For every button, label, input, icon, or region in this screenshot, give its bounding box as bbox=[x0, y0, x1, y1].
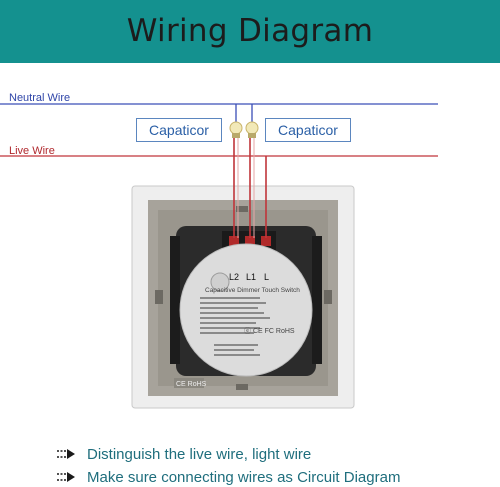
certification-marks: ⓔ CE FC RoHS bbox=[244, 327, 295, 335]
note-item: Make sure connecting wires as Circuit Di… bbox=[55, 467, 400, 487]
capacitor-left-label: Capaticor bbox=[136, 118, 222, 142]
double-arrow-icon bbox=[57, 449, 75, 459]
capacitor-right-label: Capaticor bbox=[265, 118, 351, 142]
terminal-label-l2: L2 bbox=[229, 272, 239, 282]
bulb-icon bbox=[245, 121, 259, 138]
terminal-label-l: L bbox=[264, 272, 269, 282]
double-arrow-icon bbox=[57, 472, 75, 482]
terminal-label-l1: L1 bbox=[246, 272, 256, 282]
note-item: Distinguish the live wire, light wire bbox=[55, 444, 311, 464]
module-title: Capacitive Dimmer Touch Switch bbox=[205, 287, 300, 294]
live-wire-label: Live Wire bbox=[9, 145, 55, 157]
base-certification: CE RoHS bbox=[176, 381, 207, 388]
note-text: Make sure connecting wires as Circuit Di… bbox=[87, 468, 401, 486]
page-title: Wiring Diagram bbox=[126, 13, 374, 49]
note-text: Distinguish the live wire, light wire bbox=[87, 445, 312, 463]
neutral-wire-label: Neutral Wire bbox=[9, 92, 71, 104]
title-banner bbox=[0, 0, 500, 63]
bulb-icon bbox=[229, 121, 243, 138]
